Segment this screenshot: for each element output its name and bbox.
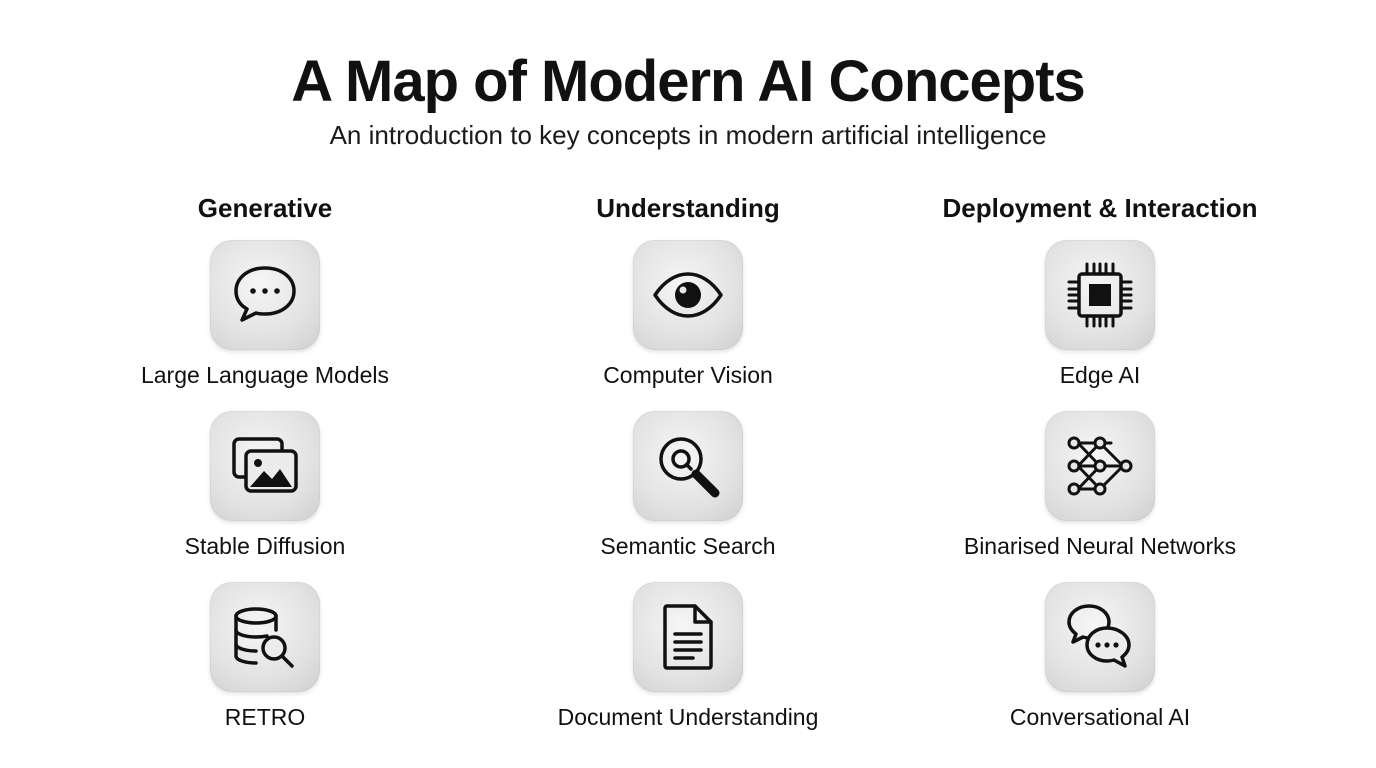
concept-label: Edge AI: [1059, 362, 1141, 388]
chat-bubble-icon: [210, 240, 320, 350]
concept-stable-diffusion[interactable]: Stable Diffusion: [55, 411, 475, 582]
concept-label: Conversational AI: [1009, 704, 1191, 730]
concept-binarised-neural-networks[interactable]: Binarised Neural Networks: [890, 411, 1310, 582]
column-header: Understanding: [596, 193, 780, 223]
image-stack-icon: [210, 411, 320, 521]
concept-edge-ai[interactable]: Edge AI: [890, 240, 1310, 411]
concept-computer-vision[interactable]: Computer Vision: [478, 240, 898, 411]
concept-retro[interactable]: RETRO: [55, 582, 475, 753]
page-subtitle: An introduction to key concepts in moder…: [329, 120, 1047, 150]
concept-label: Large Language Models: [140, 362, 390, 388]
column-generative: Generative Large Language Models Stable …: [55, 190, 475, 753]
column-header: Generative: [197, 193, 333, 223]
conversation-bubbles-icon: [1045, 582, 1155, 692]
concept-semantic-search[interactable]: Semantic Search: [478, 411, 898, 582]
concept-document-understanding[interactable]: Document Understanding: [478, 582, 898, 753]
concept-label: RETRO: [224, 704, 306, 730]
chip-icon: [1045, 240, 1155, 350]
neural-network-icon: [1045, 411, 1155, 521]
column-header: Deployment & Interaction: [942, 193, 1258, 223]
magnifier-icon: [633, 411, 743, 521]
database-search-icon: [210, 582, 320, 692]
concept-label: Document Understanding: [557, 704, 819, 730]
concept-large-language-models[interactable]: Large Language Models: [55, 240, 475, 411]
page-title: A Map of Modern AI Concepts: [291, 49, 1086, 114]
concept-label: Computer Vision: [603, 362, 773, 388]
column-deployment-interaction: Deployment & Interaction Edge AI: [890, 190, 1310, 753]
concept-label: Stable Diffusion: [184, 533, 346, 559]
concept-conversational-ai[interactable]: Conversational AI: [890, 582, 1310, 753]
column-understanding: Understanding Computer Vision Semantic S…: [478, 190, 898, 753]
concept-label: Semantic Search: [600, 533, 776, 559]
eye-icon: [633, 240, 743, 350]
concept-label: Binarised Neural Networks: [963, 533, 1237, 559]
document-icon: [633, 582, 743, 692]
